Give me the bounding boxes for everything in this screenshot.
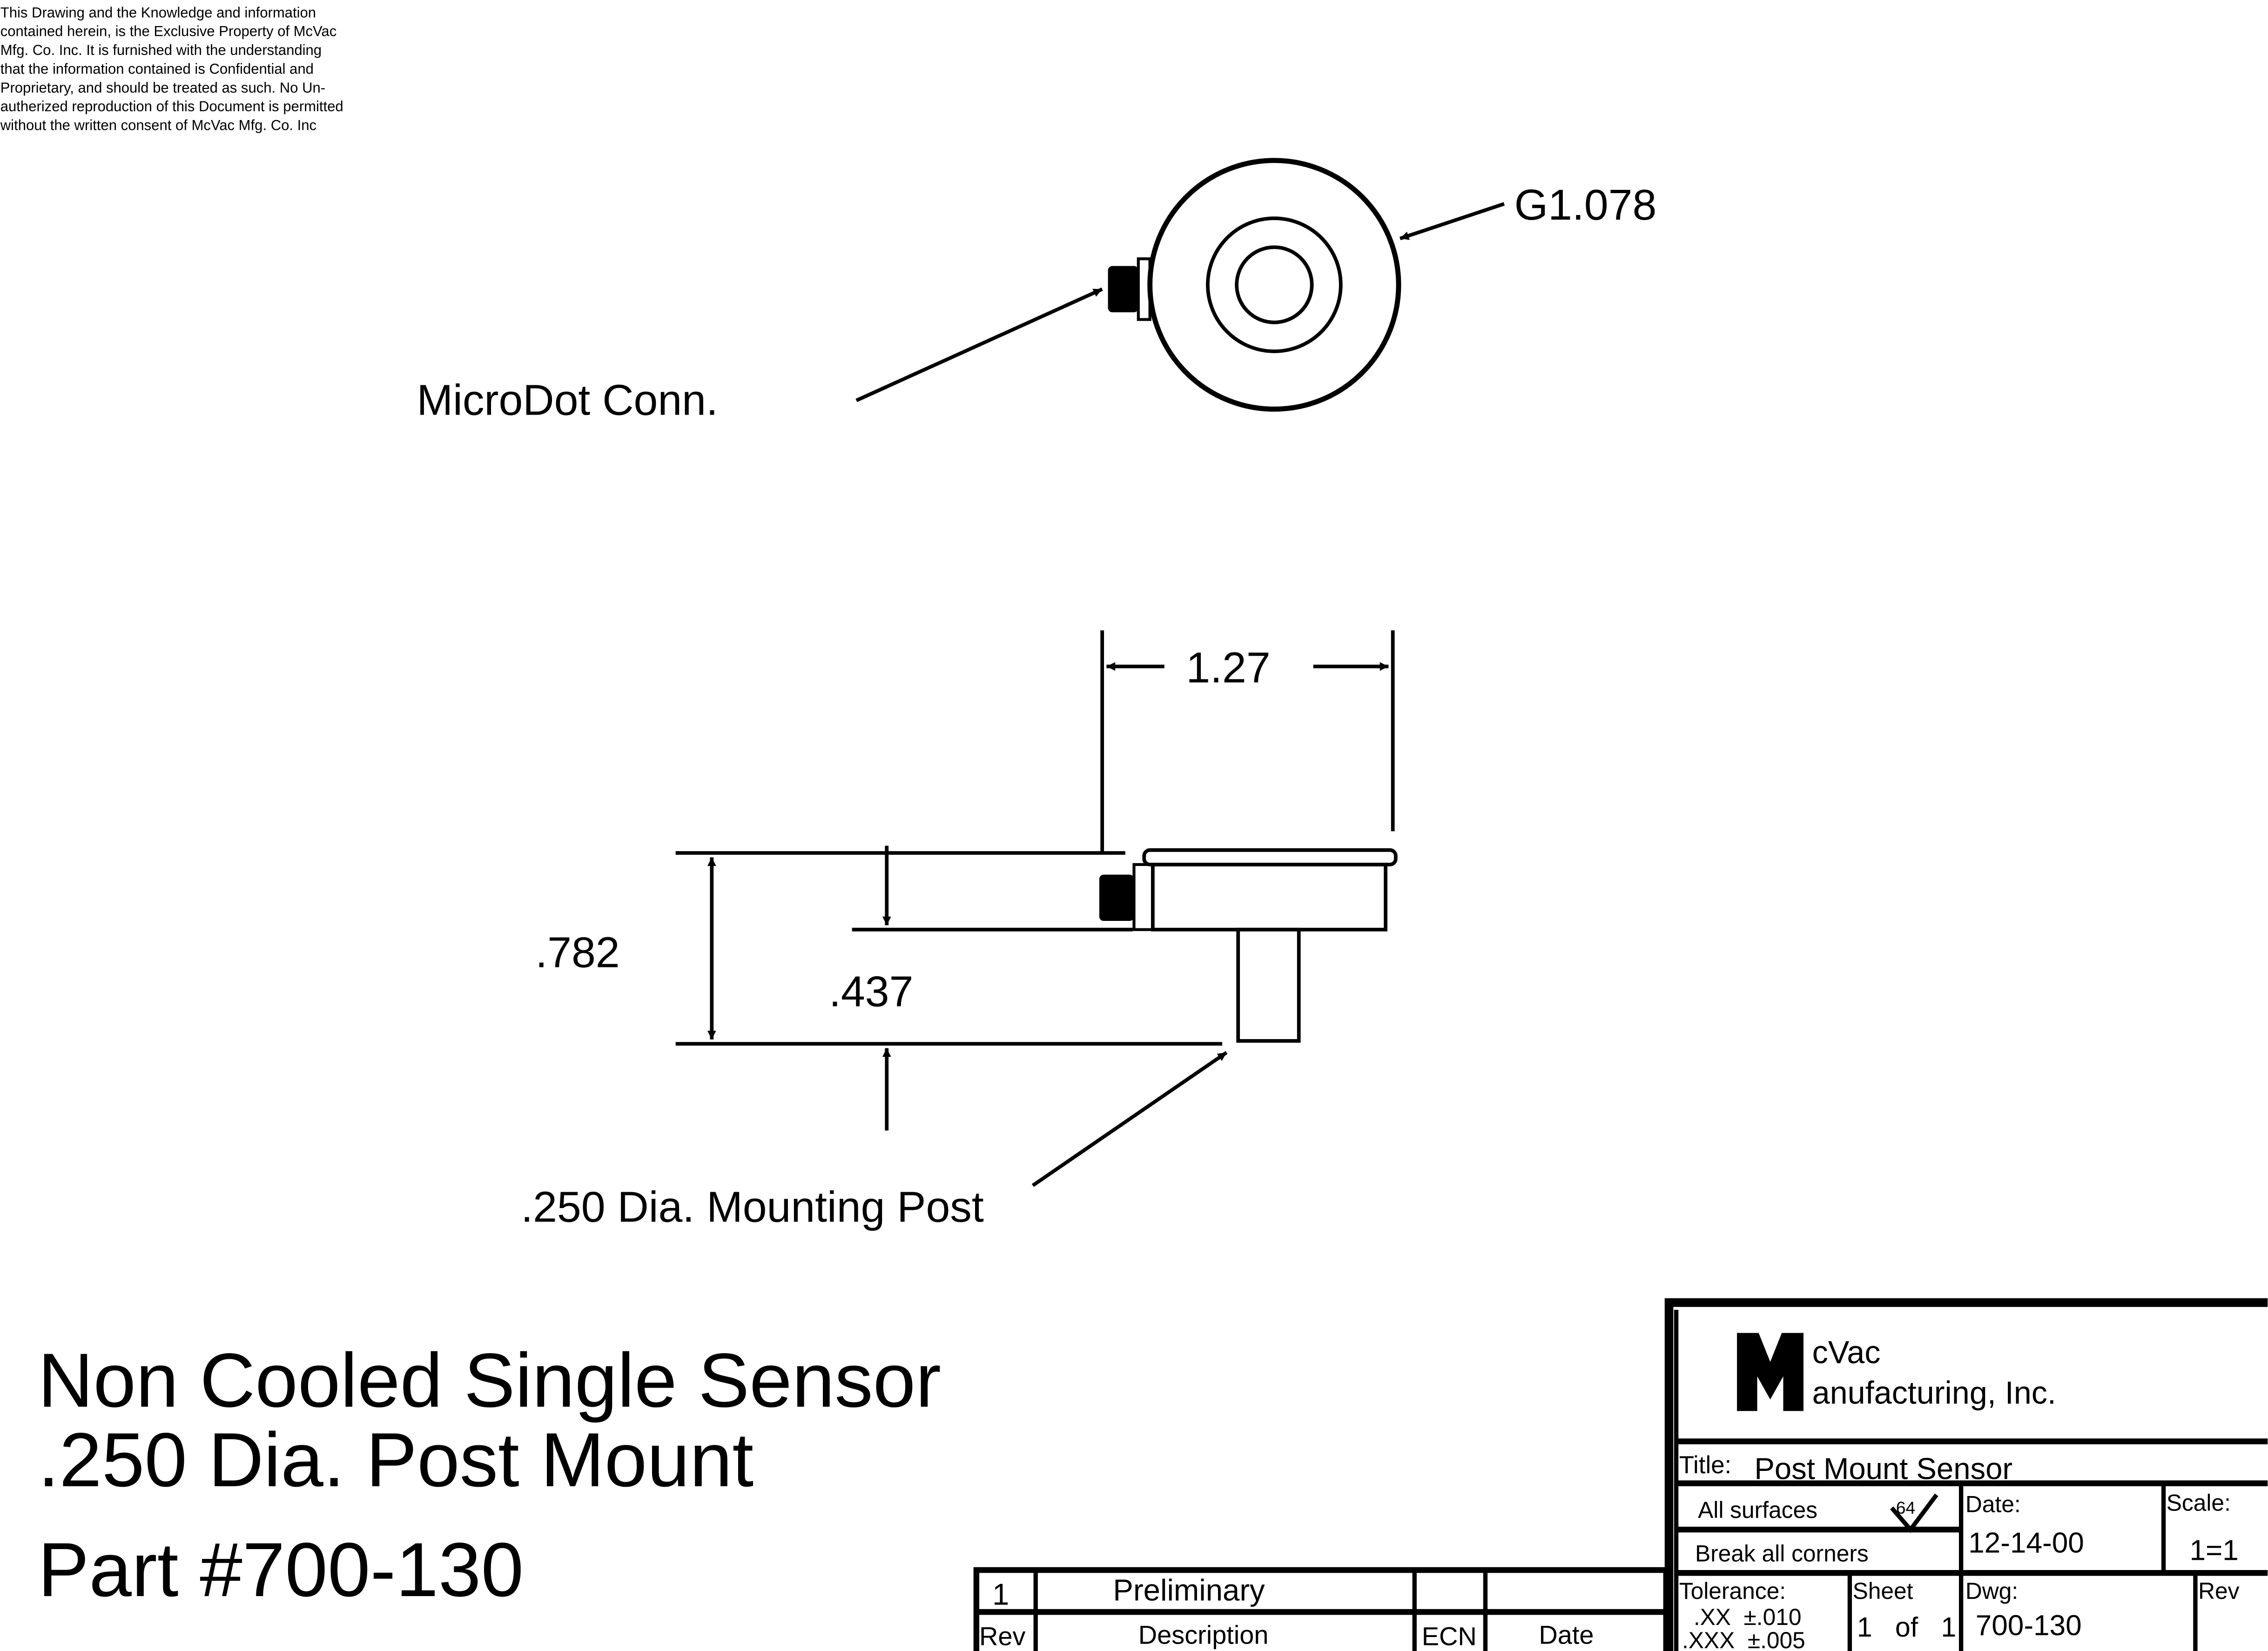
header-rev: Rev xyxy=(979,1622,1025,1651)
top-view: G1.078 MicroDot Conn. xyxy=(417,158,1657,424)
dwg-value: 700-130 xyxy=(1976,1610,2082,1642)
body-height-dimension: .437 xyxy=(829,967,913,1015)
heading-line-1: Non Cooled Single Sensor xyxy=(38,1337,942,1423)
surfaces-note: All surfaces xyxy=(1698,1497,1817,1523)
company-logo: cVac anufacturing, Inc. xyxy=(1737,1333,2056,1411)
date-label: Date: xyxy=(1965,1491,2021,1517)
revision-number: 1 xyxy=(992,1577,1009,1611)
part-number: Part #700-130 xyxy=(38,1527,524,1612)
disclaimer-line: This Drawing and the Knowledge and infor… xyxy=(0,4,316,20)
disclaimer-line: that the information contained is Confid… xyxy=(0,60,314,77)
header-description: Description xyxy=(1138,1620,1269,1649)
disclaimer-line: Mfg. Co. Inc. It is furnished with the u… xyxy=(0,42,322,58)
title-block: cVac anufacturing, Inc. Title: Post Moun… xyxy=(1664,1298,2268,1651)
title-label: Title: xyxy=(1679,1451,1731,1479)
revision-description: Preliminary xyxy=(1113,1573,1265,1607)
date-value: 12-14-00 xyxy=(1968,1527,2084,1559)
sheet-value: 1 of 1 xyxy=(1857,1612,1956,1643)
scale-label: Scale: xyxy=(2167,1490,2231,1516)
disclaimer-line: Proprietary, and should be treated as su… xyxy=(0,80,325,96)
drawing-heading: Non Cooled Single Sensor .250 Dia. Post … xyxy=(38,1337,942,1612)
dwg-label: Dwg: xyxy=(1965,1578,2018,1604)
company-name-line-1: cVac xyxy=(1812,1335,1881,1370)
tolerance-xx: .XX ±.010 xyxy=(1694,1604,1802,1630)
disclaimer-line: without the written consent of McVac Mfg… xyxy=(0,117,316,134)
company-name-line-2: anufacturing, Inc. xyxy=(1812,1376,2056,1411)
tolerance-xxx: .XXX ±.005 xyxy=(1682,1627,1805,1651)
connector-label: MicroDot Conn. xyxy=(417,376,718,424)
header-date: Date xyxy=(1539,1620,1594,1649)
width-dimension: 1.27 xyxy=(1186,643,1270,691)
outer-diameter-label: G1.078 xyxy=(1514,181,1657,229)
disclaimer: This Drawing and the Knowledge and infor… xyxy=(0,4,343,133)
side-view: 1.27 .782 .437 .250 Dia. Mounting Post xyxy=(521,630,1398,1231)
disclaimer-line: contained herein, is the Exclusive Prope… xyxy=(0,23,336,40)
scale-value: 1=1 xyxy=(2189,1534,2238,1566)
sheet-label: Sheet xyxy=(1853,1578,1913,1604)
title-value: Post Mount Sensor xyxy=(1754,1451,2012,1485)
mounting-post-label: .250 Dia. Mounting Post xyxy=(521,1182,984,1231)
disclaimer-line: autherized reproduction of this Document… xyxy=(0,98,343,114)
tolerance-label: Tolerance: xyxy=(1679,1578,1786,1604)
revision-table: 1 Preliminary Rev Description ECN Date xyxy=(973,1567,1669,1651)
rev-label: Rev xyxy=(2198,1578,2240,1604)
corners-note: Break all corners xyxy=(1695,1540,1869,1566)
total-height-dimension: .782 xyxy=(535,928,619,976)
header-ecn: ECN xyxy=(1422,1622,1477,1651)
heading-line-2: .250 Dia. Post Mount xyxy=(38,1417,754,1503)
surface-finish-check-icon xyxy=(1890,1493,1938,1533)
